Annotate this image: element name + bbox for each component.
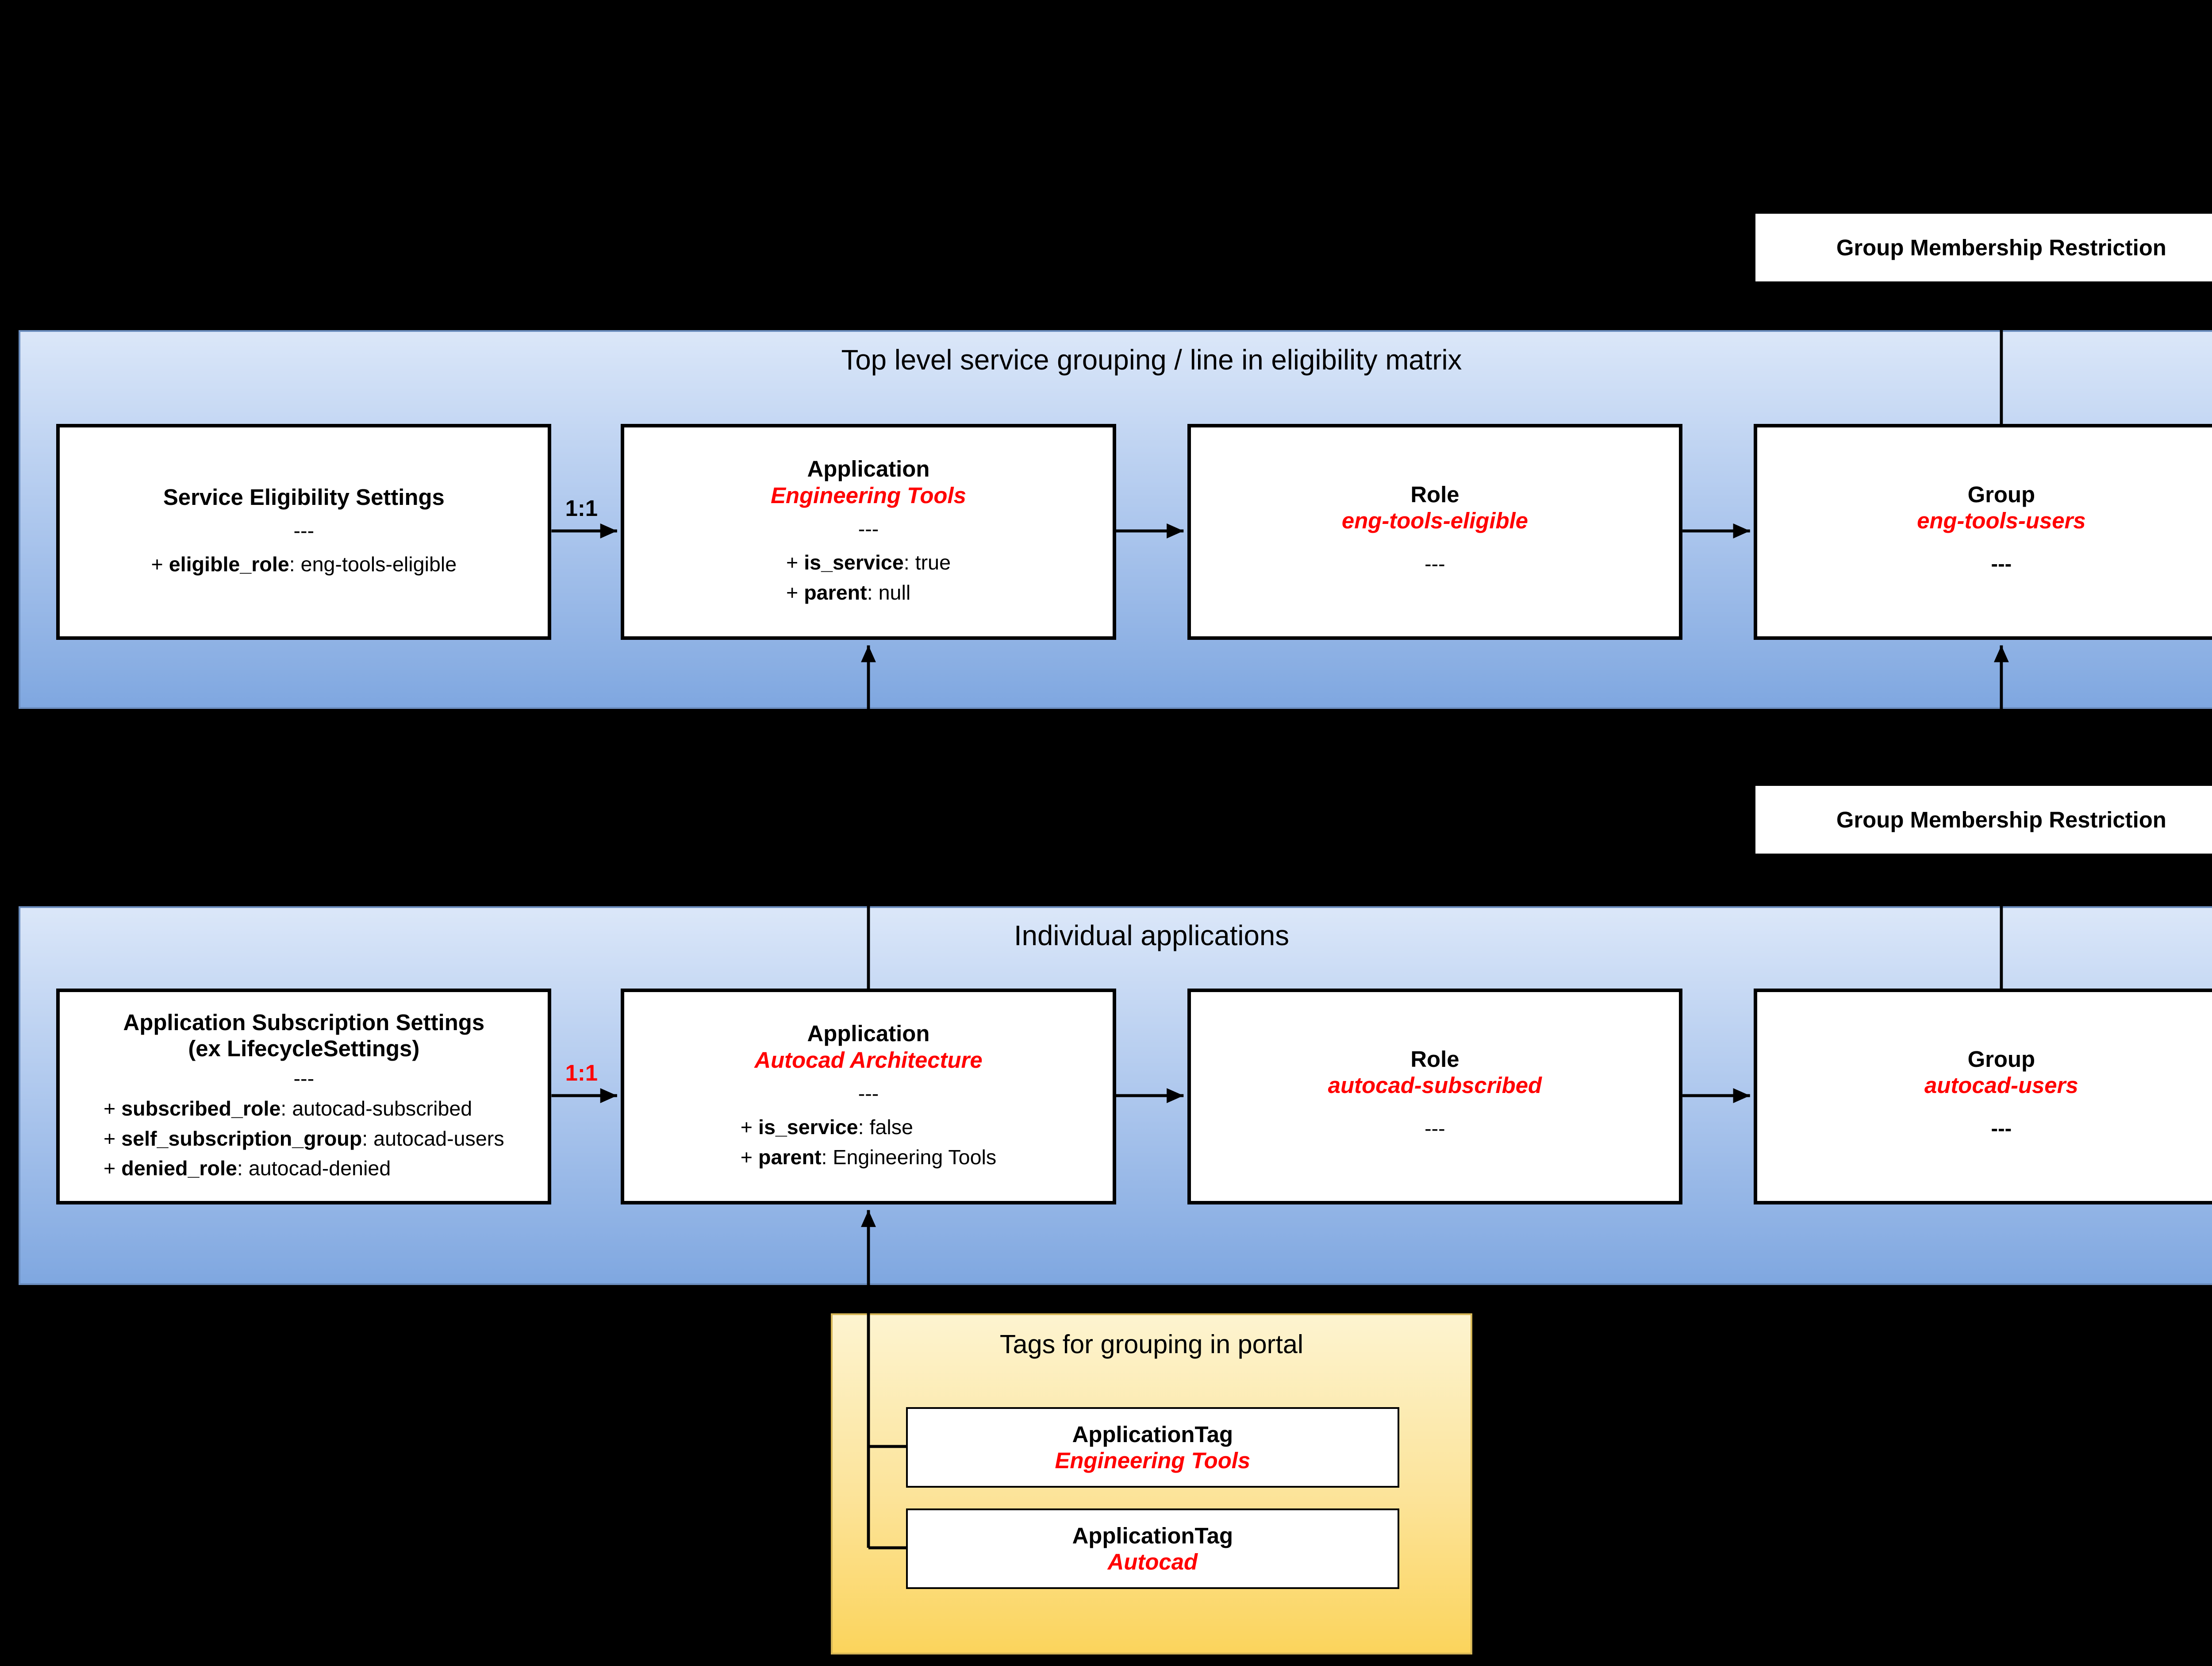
node-service-eligibility-settings: Service Eligibility Settings --- + eligi… (56, 424, 552, 640)
label-one-to-one-bottom: 1:1 (565, 1060, 598, 1086)
node-applicationtag-engineering-tools: ApplicationTag Engineering Tools (906, 1407, 1399, 1488)
node-group-membership-restriction-middle: Group Membership Restriction (1754, 784, 2212, 856)
node-group-autocad-users: Group autocad-users --- (1754, 989, 2212, 1204)
node-group-eng-tools-users: Group eng-tools-users --- (1754, 424, 2212, 640)
attribute-line: + self_subscription_group: autocad-users (104, 1127, 504, 1150)
node-role-autocad-subscribed: Role autocad-subscribed --- (1187, 989, 1683, 1204)
panel-title-top-level: Top level service grouping / line in eli… (841, 344, 1462, 376)
attribute-list: + is_service: true + parent: null (786, 548, 951, 608)
attribute-line: + parent: null (786, 581, 911, 604)
attribute-line: + is_service: true (786, 550, 951, 574)
node-group-membership-restriction-top: Group Membership Restriction (1754, 212, 2212, 284)
attribute-line: + parent: Engineering Tools (740, 1146, 997, 1169)
node-application-subscription-settings: Application Subscription Settings (ex Li… (56, 989, 552, 1204)
attribute-line: + eligible_role: eng-tools-eligible (151, 553, 457, 576)
attribute-line: + denied_role: autocad-denied (104, 1157, 391, 1180)
node-role-eng-tools-eligible: Role eng-tools-eligible --- (1187, 424, 1683, 640)
node-application-autocad-architecture: Application Autocad Architecture --- + i… (621, 989, 1116, 1204)
node-applicationtag-autocad: ApplicationTag Autocad (906, 1508, 1399, 1589)
attribute-list: + subscribed_role: autocad-subscribed + … (104, 1094, 504, 1184)
panel-title-tags: Tags for grouping in portal (999, 1329, 1304, 1359)
panel-title-individual-applications: Individual applications (1014, 920, 1290, 952)
label-one-to-one-top: 1:1 (565, 496, 598, 521)
attribute-line: + is_service: false (740, 1116, 913, 1139)
node-application-engineering-tools: Application Engineering Tools --- + is_s… (621, 424, 1116, 640)
attribute-list: + is_service: false + parent: Engineerin… (741, 1112, 996, 1173)
attribute-line: + subscribed_role: autocad-subscribed (104, 1097, 472, 1120)
